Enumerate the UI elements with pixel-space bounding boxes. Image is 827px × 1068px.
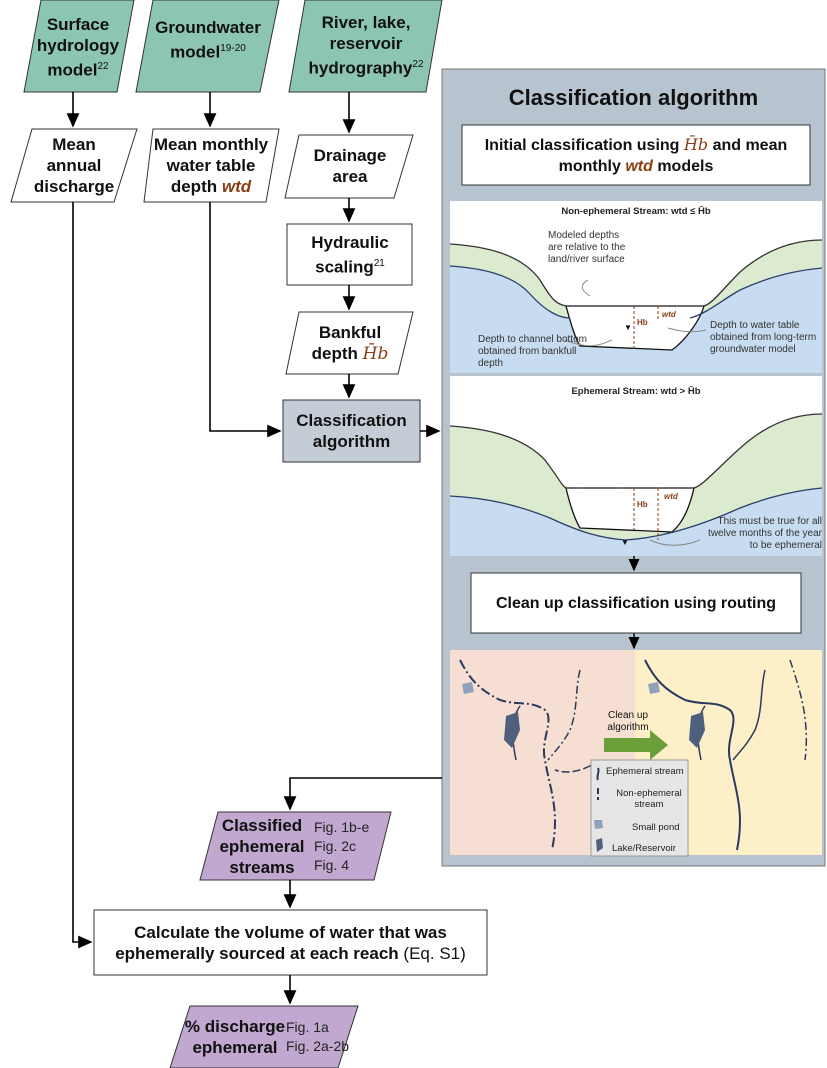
note-modeled-depths: Modeled depths are relative to the land/… — [548, 230, 626, 265]
hydraulic-scaling-shape — [286, 223, 413, 286]
ephemeral-cross-section: ▼ — [449, 376, 823, 556]
cleanup-box-shape — [470, 572, 802, 634]
mean-discharge-label: Mean annual discharge — [33, 134, 115, 196]
cleanup-label: Clean up classification using routing — [495, 594, 777, 612]
percent-fig-refs: Fig. 1a Fig. 2a-2b — [286, 1019, 350, 1054]
hb-marker-1: Hb — [637, 318, 648, 327]
hydrography-label: River, lake, reservoir hydrography22 — [308, 12, 424, 78]
hydraulic-scaling-label: Hydraulic scaling21 — [311, 233, 389, 277]
note-channel-depth: Depth to channel bottom obtained from ba… — [478, 334, 587, 369]
hydrography-shape — [288, 0, 443, 93]
calculate-label: Calculate the volume of water that was e… — [115, 922, 466, 963]
percent-label: % discharge ephemeral — [184, 1017, 286, 1057]
initial-classification-shape — [461, 124, 811, 186]
note-water-table: Depth to water table obtained from long-… — [710, 320, 817, 355]
non-ephemeral-title: Non-ephemeral Stream: wtd ≤ H̄b — [561, 206, 711, 217]
wtd-marker-1: wtd — [662, 310, 676, 319]
surface-model-shape — [23, 0, 135, 93]
panel-title: Classification algorithm — [508, 84, 759, 110]
drainage-area-shape — [284, 134, 414, 199]
surface-model-label: Surface hydrology model22 — [36, 14, 120, 80]
classification-label: Classification algorithm — [296, 411, 407, 451]
water-table-shape — [143, 128, 280, 203]
water-table-label: Mean monthly water table depth wtd — [153, 134, 269, 196]
mean-discharge-shape — [10, 128, 138, 203]
groundwater-model-shape — [135, 0, 280, 93]
drainage-area-label: Drainage area — [313, 146, 387, 186]
svg-text:▼: ▼ — [621, 538, 629, 547]
legend-small-pond: Small pond — [632, 822, 680, 833]
legend-non-ephemeral: Non-ephemeral stream — [616, 788, 682, 810]
non-ephemeral-cross-section: ▼ — [449, 201, 823, 373]
classified-shape — [199, 811, 392, 881]
cleanup-arrow-label: Clean up algorithm — [607, 710, 649, 733]
wtd-marker-2: wtd — [664, 492, 678, 501]
ephemeral-title: Ephemeral Stream: wtd > H̄b — [571, 386, 701, 397]
river-network-maps — [450, 650, 822, 857]
initial-classification-label: Initial classification using H̄b and mea… — [484, 134, 788, 175]
groundwater-model-label: Groundwater model19-20 — [155, 18, 261, 62]
classified-label: Classified ephemeral streams — [219, 815, 305, 877]
percent-shape — [169, 1005, 359, 1068]
legend-lake: Lake/Reservoir — [612, 843, 676, 854]
note-twelve-months: This must be true for all twelve months … — [708, 516, 822, 551]
hb-marker-2: Hb — [637, 500, 648, 509]
calculate-shape — [93, 909, 488, 976]
legend-ephemeral: Ephemeral stream — [606, 766, 684, 777]
classified-fig-refs: Fig. 1b-e Fig. 2c Fig. 4 — [314, 819, 370, 873]
svg-text:▼: ▼ — [624, 323, 632, 332]
bankful-shape — [285, 311, 414, 375]
classification-shape — [282, 399, 421, 463]
bankful-depth-label: Bankful depth H̄b — [311, 322, 389, 364]
